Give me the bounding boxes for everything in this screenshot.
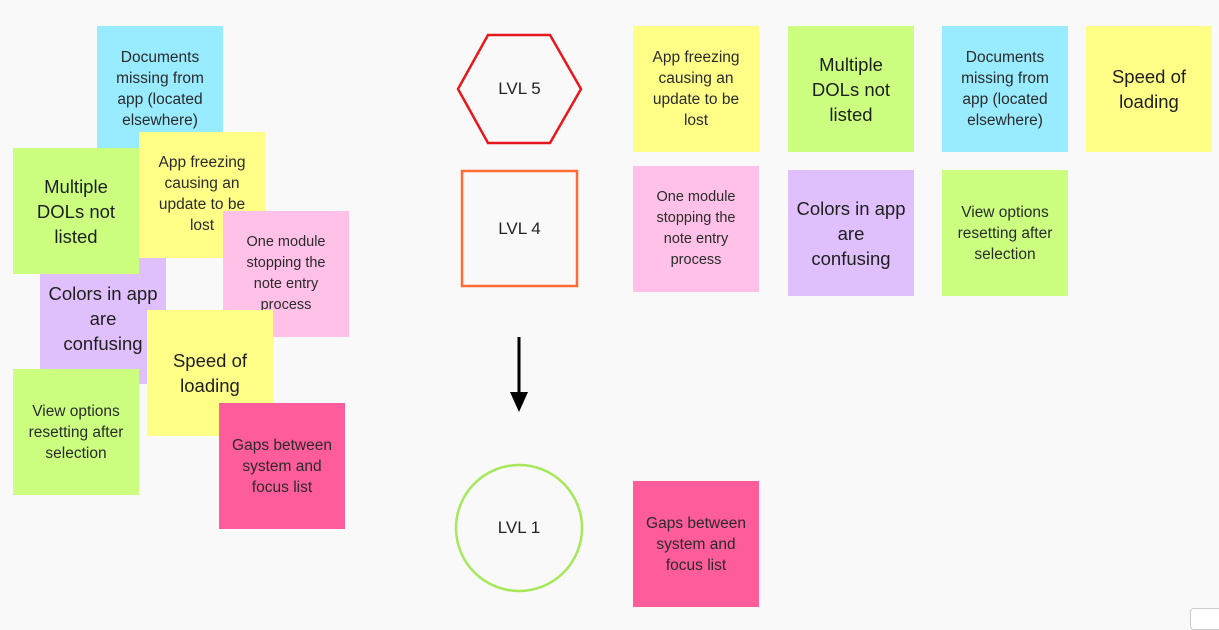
level-shapes	[454, 33, 584, 593]
sticky-note[interactable]: Multiple DOLs not listed	[788, 26, 914, 152]
sticky-note[interactable]: App freezing causing an update to be los…	[633, 26, 759, 152]
note-text: Multiple DOLs not listed	[36, 175, 116, 247]
note-text: One module stopping the note entry proce…	[656, 189, 736, 268]
lvl1-circle	[454, 463, 584, 593]
note-text: One module stopping the note entry proce…	[246, 234, 326, 313]
note-text: App freezing causing an update to be los…	[158, 154, 246, 234]
note-text: Colors in app are confusing	[796, 197, 906, 269]
sticky-note[interactable]: Colors in app are confusing	[40, 258, 166, 384]
sticky-note[interactable]: Multiple DOLs not listed	[13, 148, 139, 274]
note-text: Speed of loading	[172, 350, 248, 396]
sticky-note[interactable]: Gaps between system and focus list	[219, 403, 345, 529]
lvl4-square	[460, 169, 579, 288]
lvl5-label: LVL 5	[498, 79, 541, 98]
lvl4-label: LVL 4	[498, 218, 541, 238]
note-text: Documents missing from app (located else…	[116, 49, 204, 129]
corner-control[interactable]	[1190, 608, 1219, 630]
note-text: Multiple DOLs not listed	[811, 53, 891, 125]
note-text: Speed of loading	[1111, 66, 1187, 112]
note-text: Colors in app are confusing	[48, 282, 158, 354]
lvl1-label: LVL 1	[497, 518, 541, 537]
note-text: Gaps between system and focus list	[232, 436, 332, 496]
note-text: Gaps between system and focus list	[646, 514, 746, 574]
sticky-note[interactable]: Documents missing from app (located else…	[97, 26, 223, 152]
lvl5-hexagon	[456, 33, 583, 145]
arrowhead	[510, 392, 528, 412]
sticky-note[interactable]: One module stopping the note entry proce…	[223, 211, 349, 337]
note-text: View options resetting after selection	[957, 203, 1053, 263]
note-text: Documents missing from app (located else…	[961, 49, 1049, 129]
sticky-note[interactable]: Speed of loading	[1086, 26, 1212, 152]
note-text: View options resetting after selection	[28, 402, 124, 462]
sticky-note[interactable]: Documents missing from app (located else…	[942, 26, 1068, 152]
sticky-note[interactable]: View options resetting after selection	[13, 369, 139, 495]
sticky-note[interactable]: Speed of loading	[147, 310, 273, 436]
sticky-note[interactable]: View options resetting after selection	[942, 170, 1068, 296]
sticky-note[interactable]: Colors in app are confusing	[788, 170, 914, 296]
sticky-note[interactable]: Gaps between system and focus list	[633, 481, 759, 607]
note-text: App freezing causing an update to be los…	[652, 49, 740, 129]
sticky-note[interactable]: One module stopping the note entry proce…	[633, 166, 759, 292]
